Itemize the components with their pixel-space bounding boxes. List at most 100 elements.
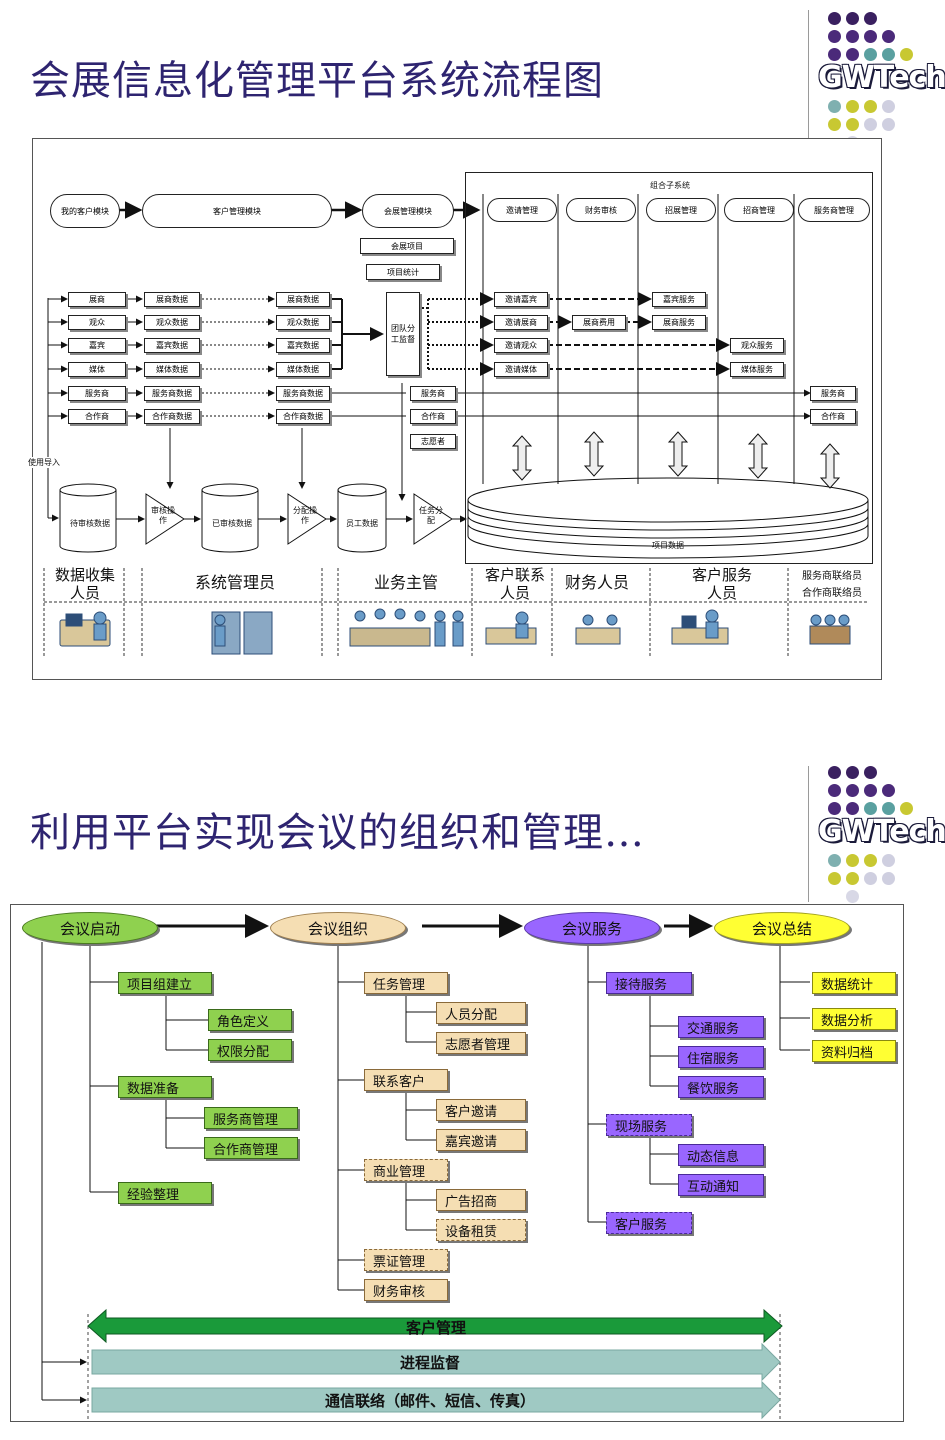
node-reception: 接待服务	[606, 972, 692, 994]
node-partner-mgmt: 合作商管理	[204, 1137, 298, 1159]
invite-management-module: 邀请管理	[487, 198, 557, 222]
role-customer-contact: 客户联系人员	[484, 566, 545, 602]
expo-management-module: 会展管理模块	[362, 194, 454, 228]
db-audited: 已审核数据	[212, 519, 252, 528]
raw-data-media: 媒体数据	[144, 362, 200, 377]
audited-data-provider: 服务商数据	[276, 386, 330, 401]
role-data-collector: 数据收集人员	[54, 566, 115, 602]
source-exhibitor: 展商	[68, 292, 126, 307]
node-staff-assign: 人员分配	[436, 1002, 526, 1024]
logo-divider	[808, 10, 809, 140]
node-data-stats: 数据统计	[812, 972, 896, 994]
subsystem-title: 组合子系统	[650, 181, 690, 190]
band-progress: 进程监督	[399, 1353, 460, 1372]
node-interaction: 互动通知	[678, 1174, 764, 1196]
node-ticket: 票证管理	[364, 1249, 448, 1271]
audited-data-exhibitor: 展商数据	[276, 292, 330, 307]
finance-audit-module: 财务审核	[566, 198, 636, 222]
raw-data-provider: 服务商数据	[144, 386, 200, 401]
source-guest: 嘉宾	[68, 338, 126, 353]
node-team-setup: 项目组建立	[118, 972, 212, 994]
db-staff: 员工数据	[346, 519, 378, 528]
sponsor-recruit-module: 招商管理	[724, 198, 794, 222]
logo-text-2: GWTech	[818, 814, 945, 849]
flowchart-connectors	[43, 194, 869, 658]
db-project: 项目数据	[652, 541, 684, 550]
source-provider: 服务商	[68, 386, 126, 401]
raw-data-partner: 合作商数据	[144, 409, 200, 424]
node-volunteer: 志愿者管理	[436, 1032, 526, 1054]
exhibitor-fee: 展商费用	[572, 315, 626, 330]
raw-data-exhibitor: 展商数据	[144, 292, 200, 307]
role-business-manager: 业务主管	[373, 573, 438, 592]
page-title-2: 利用平台实现会议的组织和管理…	[30, 810, 645, 856]
gwtech-logo-2: GWTech	[812, 762, 945, 903]
import-label: 使用导入	[28, 457, 60, 468]
audited-data-partner: 合作商数据	[276, 409, 330, 424]
role-sys-admin: 系统管理员	[194, 573, 275, 592]
node-task-mgmt: 任务管理	[364, 972, 448, 994]
process-assign: 分配操作	[293, 506, 317, 525]
process-audit: 审核操作	[151, 506, 175, 525]
flow-provider: 服务商	[410, 386, 456, 401]
guest-service: 嘉宾服务	[652, 292, 706, 307]
provider-management-module: 服务商管理	[798, 198, 870, 222]
node-data-analysis: 数据分析	[812, 1008, 896, 1030]
role-customer-service: 客户服务人员	[691, 566, 752, 602]
node-experience: 经验整理	[118, 1182, 212, 1204]
node-transport: 交通服务	[678, 1016, 764, 1038]
invite-audience: 邀请观众	[494, 338, 548, 353]
right-partner: 合作商	[810, 409, 856, 424]
node-archive: 资料归档	[812, 1040, 896, 1062]
exhibitor-service: 展商服务	[652, 315, 706, 330]
invite-media: 邀请媒体	[494, 362, 548, 377]
node-role-define: 角色定义	[208, 1009, 292, 1031]
logo-text: GWTech	[818, 60, 945, 95]
audited-data-audience: 观众数据	[276, 315, 330, 330]
gwtech-logo: GWTech	[812, 8, 945, 149]
audited-data-media: 媒体数据	[276, 362, 330, 377]
source-audience: 观众	[68, 315, 126, 330]
node-equipment: 设备租赁	[436, 1219, 526, 1241]
expo-project-box: 会展项目	[360, 238, 454, 254]
node-data-prep: 数据准备	[118, 1076, 212, 1098]
phase-organize: 会议组织	[270, 912, 406, 944]
band-communication: 通信联络（邮件、短信、传真）	[324, 1391, 535, 1410]
node-dining: 餐饮服务	[678, 1076, 764, 1098]
team-supervision-box: 团队分工监督	[386, 292, 420, 376]
node-customer-invite: 客户邀请	[436, 1099, 526, 1121]
flow-partner: 合作商	[410, 409, 456, 424]
node-guest-invite: 嘉宾邀请	[436, 1129, 526, 1151]
raw-data-guest: 嘉宾数据	[144, 338, 200, 353]
source-partner: 合作商	[68, 409, 126, 424]
process-task: 任务分配	[419, 506, 443, 525]
node-permission: 权限分配	[208, 1039, 292, 1061]
phase-summary: 会议总结	[714, 912, 850, 944]
media-service: 媒体服务	[730, 362, 784, 377]
subsystem-frame	[465, 172, 873, 564]
phase-start: 会议启动	[22, 912, 158, 944]
node-finance-audit: 财务审核	[364, 1279, 448, 1301]
role-liaison: 服务商联络员合作商联络员	[802, 571, 862, 599]
customer-management-module: 客户管理模块	[142, 194, 332, 228]
phase-service: 会议服务	[524, 912, 660, 944]
my-customer-module: 我的客户模块	[50, 194, 120, 228]
audited-data-guest: 嘉宾数据	[276, 338, 330, 353]
project-stats-box: 项目统计	[366, 264, 440, 280]
node-dynamic-info: 动态信息	[678, 1144, 764, 1166]
right-provider: 服务商	[810, 386, 856, 401]
node-contact: 联系客户	[364, 1069, 448, 1091]
role-finance: 财务人员	[564, 573, 629, 592]
db-pending: 待审核数据	[70, 519, 110, 528]
exhibitor-recruit-module: 招展管理	[646, 198, 716, 222]
page-title-1: 会展信息化管理平台系统流程图	[30, 58, 604, 104]
invite-exhibitor: 邀请展商	[494, 315, 548, 330]
node-commercial: 商业管理	[364, 1159, 448, 1181]
node-onsite: 现场服务	[606, 1114, 692, 1136]
audience-service: 观众服务	[730, 338, 784, 353]
node-lodging: 住宿服务	[678, 1046, 764, 1068]
flow-volunteer: 志愿者	[410, 434, 456, 449]
node-provider-mgmt: 服务商管理	[204, 1107, 298, 1129]
node-ads: 广告招商	[436, 1189, 526, 1211]
node-customer-service: 客户服务	[606, 1212, 692, 1234]
